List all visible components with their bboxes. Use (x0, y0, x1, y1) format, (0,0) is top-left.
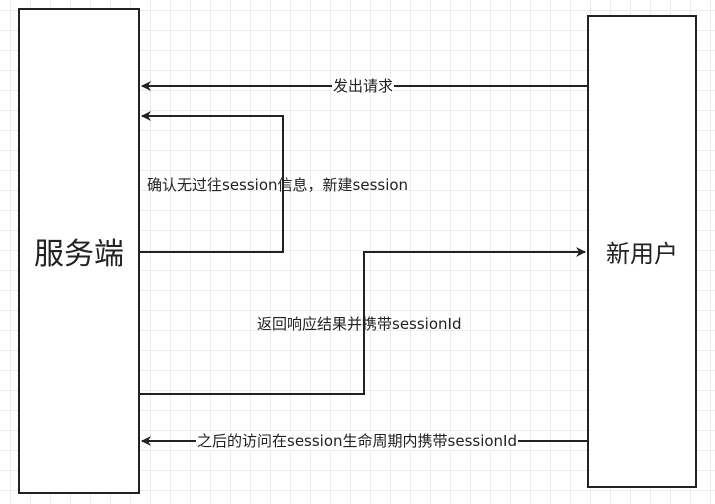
server-node: 服务端 (18, 8, 140, 494)
user-node-label: 新用户 (606, 240, 678, 268)
confirm-loop-arrow (140, 111, 284, 253)
confirm-label: 确认无过往session信息，新建session (147, 176, 409, 194)
request-label: 发出请求 (332, 77, 395, 95)
response-label: 返回响应结果并携带sessionId (257, 315, 462, 333)
later-access-label: 之后的访问在session生命周期内携带sessionId (196, 432, 518, 450)
server-node-label: 服务端 (34, 237, 124, 272)
user-node: 新用户 (587, 15, 697, 488)
response-arrow (140, 247, 586, 395)
